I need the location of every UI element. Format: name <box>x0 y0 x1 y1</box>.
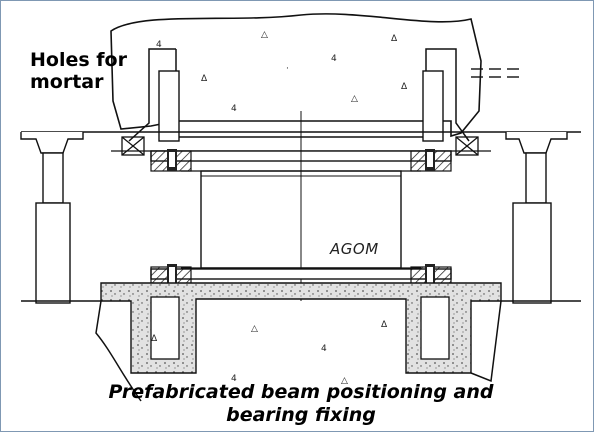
lower-plate <box>150 268 452 280</box>
svg-text:Δ: Δ <box>151 334 158 344</box>
lower-anchor-hole-right <box>420 296 450 360</box>
svg-text:△: △ <box>261 30 268 40</box>
packer-right <box>455 136 479 156</box>
svg-text:Δ: Δ <box>381 320 388 330</box>
svg-text:△: △ <box>251 324 258 334</box>
holes-label-line1: Holes for <box>30 49 127 71</box>
holes-for-mortar-label: Holes for mortar <box>30 49 150 93</box>
upper-anchor-hole-left <box>158 70 180 142</box>
svg-text:4: 4 <box>231 104 237 114</box>
left-prop <box>20 132 101 304</box>
bearing-label: AGOM <box>330 240 379 258</box>
lower-pier <box>95 300 502 402</box>
svg-text:Δ: Δ <box>201 74 208 84</box>
packer-left <box>121 136 145 156</box>
caption-line1: Prefabricated beam positioning and <box>108 381 494 403</box>
svg-text:△: △ <box>341 376 348 386</box>
hole-indicator-lines <box>471 68 519 78</box>
lower-anchor-hole-left <box>150 296 180 360</box>
svg-text:·: · <box>286 64 289 74</box>
svg-text:Δ: Δ <box>391 34 398 44</box>
svg-text:4: 4 <box>156 40 162 50</box>
svg-text:4: 4 <box>331 54 337 64</box>
holes-label-line2: mortar <box>30 71 104 93</box>
svg-text:4: 4 <box>231 374 237 384</box>
caption-line2: bearing fixing <box>226 404 376 426</box>
concrete-aggregate: 4Δ△ 4Δ△ 4Δ· Δ△4 Δ4△ <box>151 30 408 386</box>
svg-text:Δ: Δ <box>401 82 408 92</box>
figure-caption: Prefabricated beam positioning and beari… <box>41 381 561 427</box>
svg-text:4: 4 <box>321 344 327 354</box>
right-prop <box>501 132 581 304</box>
upper-beam <box>110 13 482 138</box>
upper-anchor-hole-right <box>422 70 444 142</box>
svg-text:△: △ <box>351 94 358 104</box>
